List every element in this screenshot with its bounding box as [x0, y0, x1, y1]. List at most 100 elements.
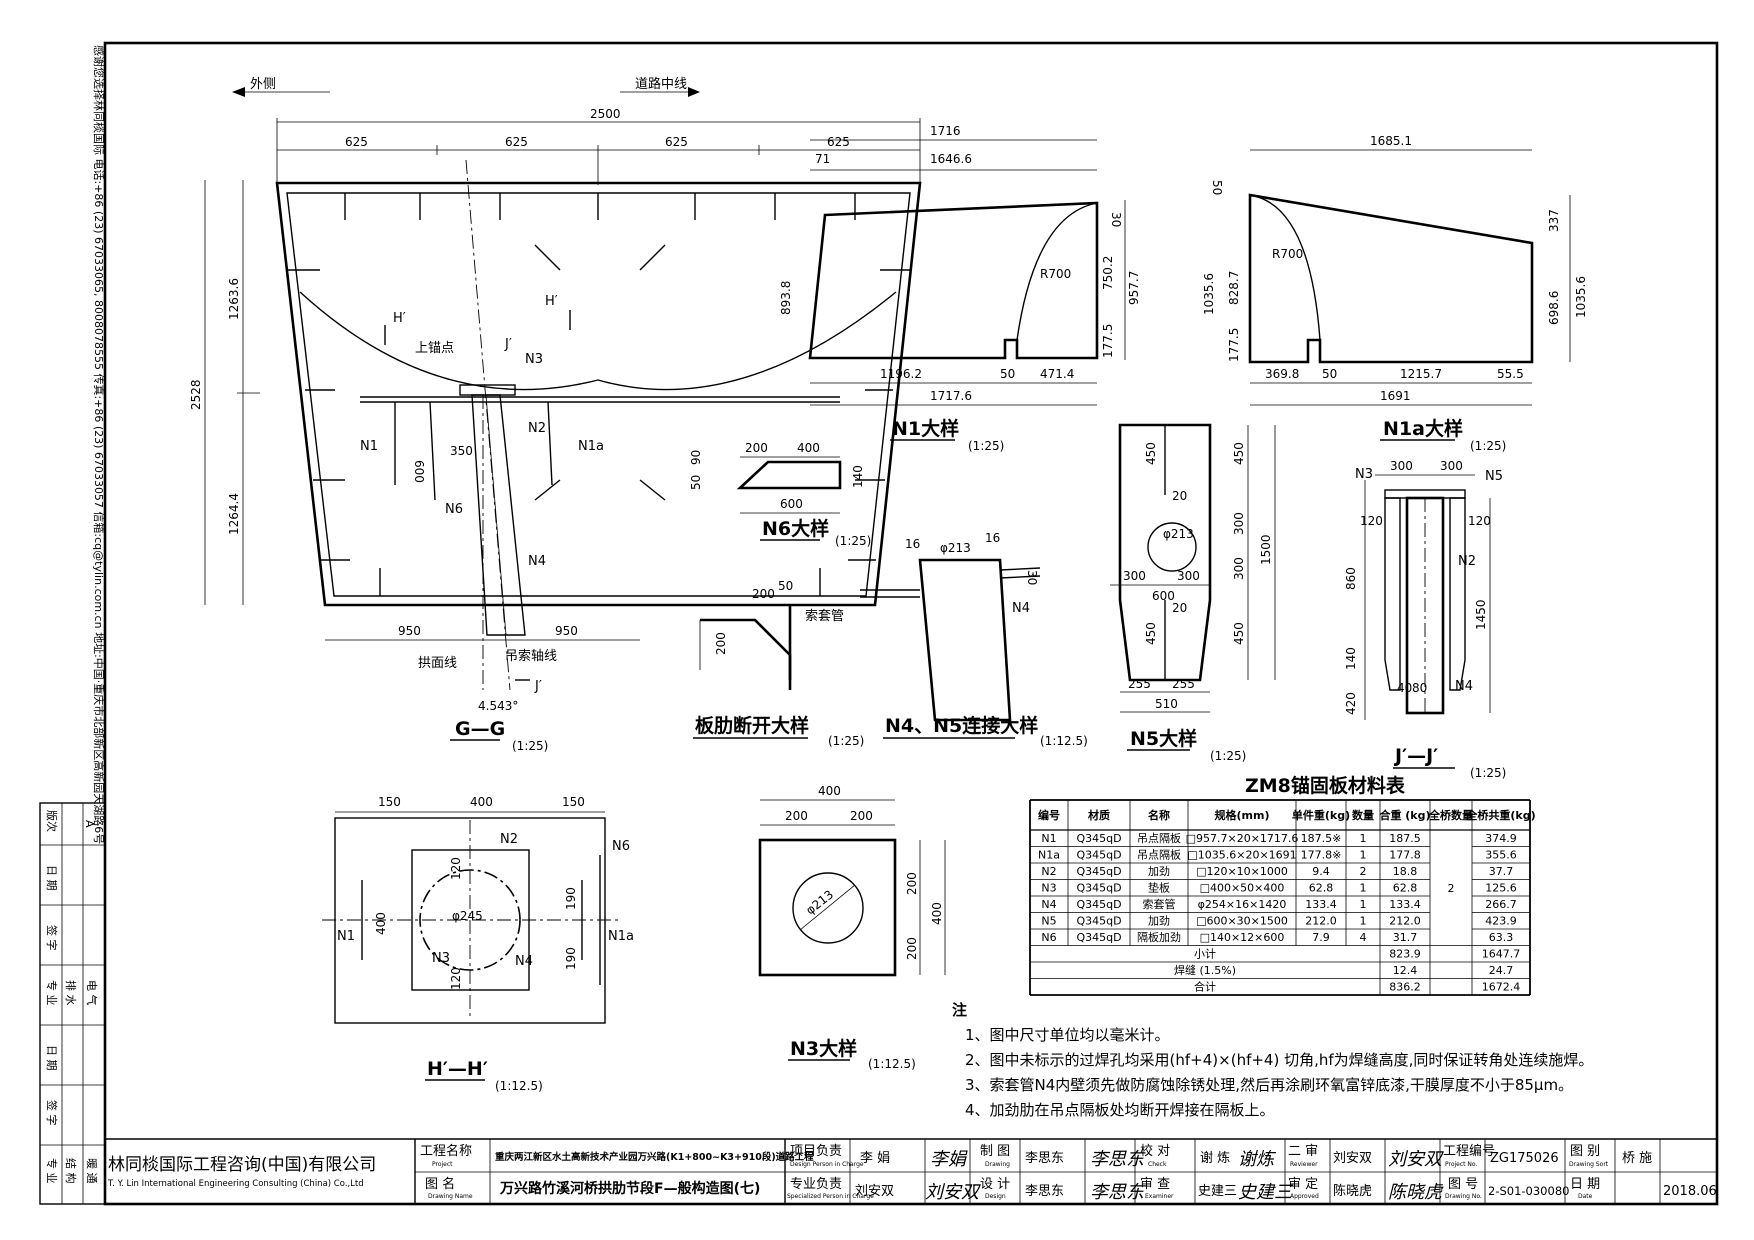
tb-sp-label-en: Specialized Person in Charge: [787, 1193, 874, 1200]
tb-drwno-label-en: Drawing No.: [1445, 1193, 1482, 1200]
n6-90: 90: [689, 450, 703, 465]
section-inner: [286, 192, 911, 597]
tb-drawing-name: 万兴路竹溪河桥拱肋节段F—般构造图(七): [499, 1180, 760, 1197]
rev-major-label-2: 专 业: [45, 1158, 59, 1184]
hh-n4: N4: [515, 954, 533, 969]
tb-drwno: 2-S01-030080: [1488, 1184, 1569, 1198]
jj-right-stiffener: [1449, 497, 1466, 691]
n5-300b: 300: [1232, 557, 1246, 580]
n45-plate-right-b: [999, 575, 1041, 579]
hh-n2: N2: [500, 832, 518, 847]
n1a-369: 369.8: [1265, 367, 1299, 381]
n5-title: N5大样: [1130, 727, 1197, 750]
n45-scale: (1:12.5): [1040, 734, 1088, 748]
tb-check-label: 校 对: [1140, 1143, 1170, 1159]
tb-project-label-en: Project: [432, 1161, 453, 1168]
tb-project-name: 重庆两江新区水土高新技术产业园万兴路(K1+800~K3+910段)道路工程: [495, 1151, 814, 1163]
tb-pm-label: 项目负责: [790, 1144, 842, 1159]
n1-r700-arc: [1016, 202, 1098, 341]
table-sum-label: 合计: [1194, 980, 1216, 994]
rev-sign-label: 签 字: [45, 925, 59, 951]
table-cell: □1035.6×20×1691: [1187, 849, 1296, 862]
rib-scale: (1:25): [828, 734, 864, 748]
table-cell: 266.7: [1485, 898, 1517, 911]
jj-n5: N5: [1485, 469, 1503, 484]
jj-120a: 120: [1360, 514, 1383, 528]
tb-design-label-en: Design: [985, 1193, 1006, 1200]
n3-hole: [792, 872, 864, 944]
n1a-r700-arc: [1249, 194, 1321, 341]
table-cell: 吊点隔板: [1137, 848, 1181, 862]
n1-957: 957.7: [1127, 271, 1141, 305]
tb-date-label-en: Date: [1578, 1193, 1593, 1200]
n3-200a: 200: [785, 809, 808, 823]
cable-axis-line: [465, 159, 511, 691]
n1-177: 177.5: [1101, 324, 1115, 358]
table-cell: 31.7: [1393, 931, 1418, 944]
tb-drawing-label: 图 名: [425, 1176, 455, 1192]
table-cell: 62.8: [1393, 882, 1418, 895]
table-cell: Q345qD: [1076, 915, 1121, 928]
gg-n1: N1: [360, 439, 378, 454]
n5-510: 510: [1155, 697, 1178, 711]
n6-stiffener-c: [547, 401, 553, 486]
n5-phi: φ213: [1163, 527, 1194, 541]
table-cell: 355.6: [1485, 849, 1517, 862]
table-cell: 177.8※: [1301, 849, 1342, 862]
dim-1263: 1263.6: [227, 278, 241, 320]
dim-2528: 2528: [189, 379, 203, 410]
n1-1196: 1196.2: [880, 367, 922, 381]
n5-plate: [1118, 423, 1212, 682]
n6-600: 600: [780, 497, 803, 511]
stiffener-ribs: [288, 193, 910, 596]
jj-300b: 300: [1440, 459, 1463, 473]
n6-scale: (1:25): [835, 534, 871, 548]
rib-title: 板肋断开大样: [695, 714, 809, 737]
n1-1716: 1716: [930, 124, 961, 138]
gg-n3: N3: [525, 352, 543, 367]
jj-scale: (1:25): [1470, 766, 1506, 780]
jj-left-stiffener: [1384, 497, 1401, 691]
table-cell: 187.5: [1389, 832, 1421, 845]
n45-tube: [918, 558, 1012, 722]
table-cell: 133.4: [1389, 898, 1421, 911]
hh-190a: 190: [564, 887, 578, 910]
rev-date-label-2: 日 期: [45, 1045, 58, 1071]
jj-n2: N2: [1458, 554, 1476, 569]
table-cell: 63.3: [1489, 931, 1514, 944]
tb-projno: ZG175026: [1490, 1151, 1559, 1166]
n5-450b: 450: [1232, 622, 1246, 645]
note-1: 1、图中尺寸单位均以毫米计。: [965, 1026, 1170, 1044]
n5-scale: (1:25): [1210, 749, 1246, 763]
n1a-337: 337: [1547, 209, 1561, 232]
n5-20-a: 20: [1172, 489, 1187, 503]
sec-j-top: J′: [504, 337, 512, 352]
rev-row-d: 暖 通: [85, 1158, 98, 1184]
tb-project-label: 工程名称: [420, 1143, 472, 1159]
table-header-cell: 单件重(kg): [1292, 808, 1350, 822]
tb-drwno-label: 图 号: [1448, 1177, 1478, 1192]
tb-sp-name: 刘安双: [855, 1184, 894, 1199]
road-center-arrowhead: [688, 87, 700, 97]
table-header-cell: 规格(mm): [1215, 808, 1270, 822]
rev-row-b: 电 气: [85, 980, 99, 1006]
table-cell: □600×30×1500: [1196, 915, 1288, 928]
n1a-b50: 50: [1322, 367, 1337, 381]
view-n5: φ213 450 20 20 450 450 300 300 450 1500 …: [1110, 423, 1276, 763]
sec-h-right: H′: [545, 294, 558, 309]
tb-approve-sig: 陈晓虎: [1388, 1182, 1444, 1203]
n5-w300a: 300: [1123, 569, 1146, 583]
dim-625-d: 625: [827, 135, 850, 149]
dim-625-a: 625: [345, 135, 368, 149]
table-cell: Q345qD: [1076, 882, 1121, 895]
notes: 注 1、图中尺寸单位均以毫米计。 2、图中未标示的过焊孔均采用(hf+4)×(h…: [952, 1001, 1593, 1119]
tb-date: 2018.06: [1663, 1184, 1717, 1199]
n1a-title: N1a大样: [1383, 417, 1463, 440]
hh-n6: N6: [612, 839, 630, 854]
n1a-1691: 1691: [1380, 389, 1411, 403]
n1-1717: 1717.6: [930, 389, 972, 403]
tb-pm-name: 李 娟: [860, 1151, 890, 1166]
n5-1500: 1500: [1259, 534, 1273, 565]
n3-200b: 200: [850, 809, 873, 823]
gg-title: G—G: [455, 718, 505, 740]
